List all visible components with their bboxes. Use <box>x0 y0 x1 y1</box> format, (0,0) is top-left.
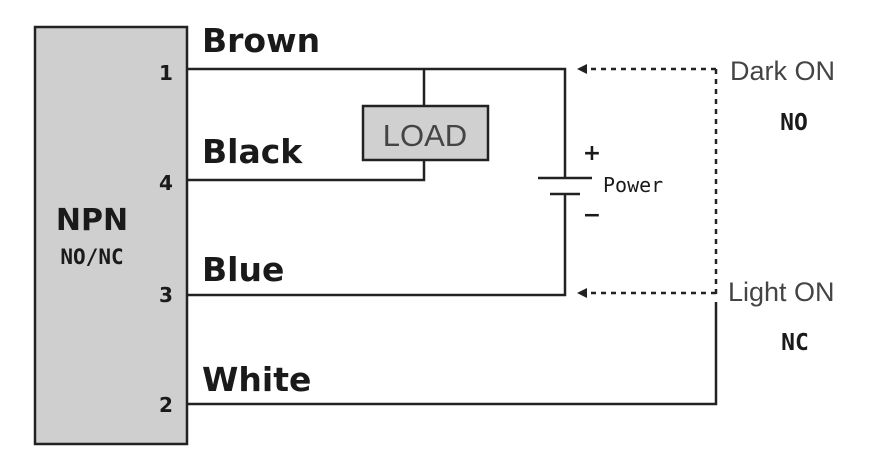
power-minus-sign: − <box>583 203 601 228</box>
load-label: LOAD <box>383 118 467 153</box>
wire-label-brown: Brown <box>202 21 320 60</box>
wire-brown <box>187 67 567 178</box>
sensor-body <box>33 25 189 446</box>
wire-label-white: White <box>202 360 311 399</box>
dark-on-label: Dark ON <box>730 56 835 86</box>
dark-on-mode: NO <box>780 110 808 136</box>
wire-label-blue: Blue <box>202 250 284 289</box>
pin-number-2: 2 <box>159 393 173 417</box>
light-on-label: Light ON <box>728 277 835 307</box>
wire-blue <box>187 194 567 297</box>
wire-black <box>187 160 426 182</box>
wire-label-black: Black <box>202 132 303 171</box>
sensor-subtitle: NO/NC <box>60 245 123 269</box>
power-label: Power <box>603 173 663 197</box>
wire-white <box>187 302 718 406</box>
light-on-mode: NC <box>781 330 809 356</box>
pin-number-1: 1 <box>159 61 173 85</box>
pin-number-4: 4 <box>159 171 173 195</box>
power-plus-sign: + <box>583 141 601 166</box>
sensor-title: NPN <box>56 203 128 238</box>
load-box <box>361 104 490 162</box>
pin-number-3: 3 <box>159 283 173 307</box>
